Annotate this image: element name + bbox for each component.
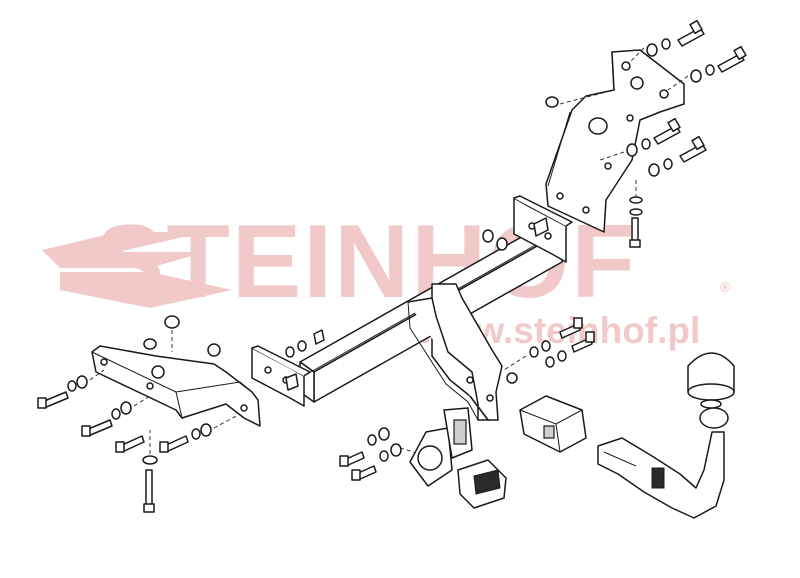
bolt-set-lower-left	[37, 315, 241, 513]
center-bracket	[407, 283, 518, 421]
bolt-set-upper-right	[545, 19, 747, 248]
nut-set-beam-right	[482, 217, 549, 251]
beam-left-end-plate	[251, 345, 311, 407]
towball-cap	[687, 352, 735, 409]
watermark-registered-mark: ®	[720, 279, 731, 295]
nut-set-beam-left	[285, 329, 325, 391]
bolt-set-center	[503, 317, 595, 371]
electric-socket-assembly	[339, 407, 507, 509]
towball-holder	[519, 395, 587, 453]
towball-neck	[597, 407, 729, 519]
right-mounting-bracket	[545, 49, 685, 233]
left-mounting-bracket	[91, 345, 261, 427]
